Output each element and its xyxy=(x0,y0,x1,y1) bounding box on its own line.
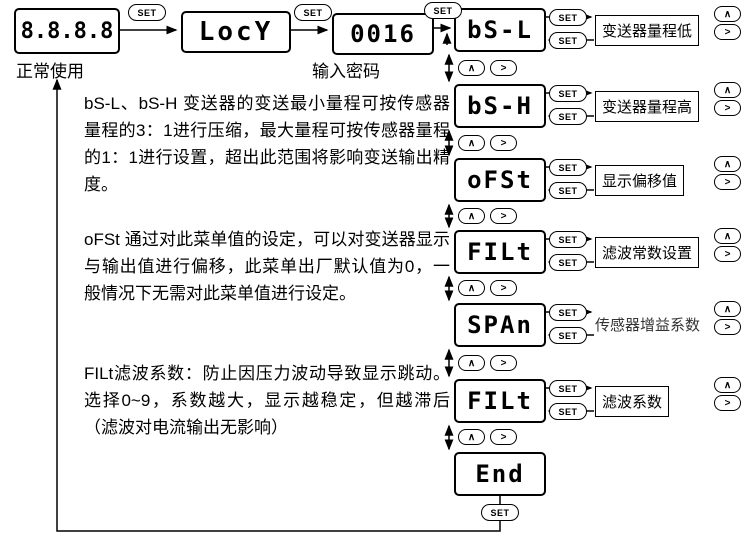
set-button: SET xyxy=(424,2,462,19)
shift-button: > xyxy=(714,100,741,116)
up-button: ∧ xyxy=(458,280,485,296)
display-text: bS-H xyxy=(467,92,533,120)
shift-button: > xyxy=(714,319,741,335)
set-button: SET xyxy=(549,9,587,26)
seven-segment-display-menu: SPAn xyxy=(454,303,546,347)
menu-label: 显示偏移值 xyxy=(595,165,685,196)
enter-password-caption: 输入密码 xyxy=(312,62,380,81)
display-text: 0016 xyxy=(350,20,416,48)
set-button: SET xyxy=(549,85,587,102)
display-text: oFSt xyxy=(467,166,533,194)
note-ofst: oFSt 通过对此菜单值的设定，可以对变送器显示与输出值进行偏移，此菜单出厂默认… xyxy=(84,230,450,303)
set-button: SET xyxy=(294,4,332,21)
up-button: ∧ xyxy=(714,377,741,393)
display-text: LocY xyxy=(198,17,274,47)
shift-button: > xyxy=(714,246,741,262)
display-text: 8.8.8.8 xyxy=(20,18,114,44)
shift-button: > xyxy=(490,135,517,151)
up-button: ∧ xyxy=(458,135,485,151)
note-bsl-bsh: bS-L、bS-H 变送器的变送最小量程可按传感器量程的3：1进行压缩，最大量程… xyxy=(84,94,450,194)
up-button: ∧ xyxy=(714,6,741,22)
shift-button: > xyxy=(490,60,517,76)
up-button: ∧ xyxy=(714,228,741,244)
up-button: ∧ xyxy=(714,301,741,317)
set-button: SET xyxy=(549,254,587,271)
seven-segment-display-menu: FILt xyxy=(454,379,546,423)
display-text: End xyxy=(475,460,525,488)
display-text: FILt xyxy=(467,387,533,415)
menu-label: 滤波常数设置 xyxy=(595,237,700,268)
display-text: SPAn xyxy=(467,311,533,339)
up-button: ∧ xyxy=(458,208,485,224)
seven-segment-display-menu: oFSt xyxy=(454,158,546,202)
display-text: FILt xyxy=(467,238,533,266)
menu-label: 变送器量程高 xyxy=(595,91,700,122)
shift-button: > xyxy=(490,355,517,371)
menu-label: 传感器增益系数 xyxy=(595,310,701,339)
seven-segment-display-normal: 8.8.8.8 xyxy=(14,8,120,54)
note-filt: FILt滤波系数：防止因压力波动导致显示跳动。选择0~9，系数越大，显示越稳定，… xyxy=(84,364,450,437)
menu-label: 变送器量程低 xyxy=(595,15,700,46)
shift-button: > xyxy=(490,429,517,445)
seven-segment-display-end: End xyxy=(454,452,546,496)
shift-button: > xyxy=(714,174,741,190)
set-button: SET xyxy=(549,380,587,397)
seven-segment-display-password: 0016 xyxy=(332,13,434,55)
seven-segment-display-menu: FILt xyxy=(454,230,546,274)
shift-button: > xyxy=(714,395,741,411)
seven-segment-display-menu: bS-H xyxy=(454,84,546,128)
set-button: SET xyxy=(549,108,587,125)
shift-button: > xyxy=(490,208,517,224)
shift-button: > xyxy=(490,280,517,296)
set-button: SET xyxy=(549,32,587,49)
set-button: SET xyxy=(481,504,519,521)
up-button: ∧ xyxy=(714,82,741,98)
up-button: ∧ xyxy=(458,355,485,371)
set-button: SET xyxy=(549,231,587,248)
menu-label: 滤波系数 xyxy=(595,386,670,417)
set-button: SET xyxy=(549,159,587,176)
display-text: bS-L xyxy=(467,16,533,44)
set-button: SET xyxy=(549,182,587,199)
up-button: ∧ xyxy=(714,156,741,172)
set-button: SET xyxy=(549,304,587,321)
set-button: SET xyxy=(549,403,587,420)
seven-segment-display-lock: LocY xyxy=(181,11,291,53)
shift-button: > xyxy=(714,24,741,40)
up-button: ∧ xyxy=(458,429,485,445)
up-button: ∧ xyxy=(458,60,485,76)
set-button: SET xyxy=(128,4,166,21)
seven-segment-display-menu: bS-L xyxy=(454,8,546,52)
normal-use-caption: 正常使用 xyxy=(16,62,84,81)
set-button: SET xyxy=(549,327,587,344)
